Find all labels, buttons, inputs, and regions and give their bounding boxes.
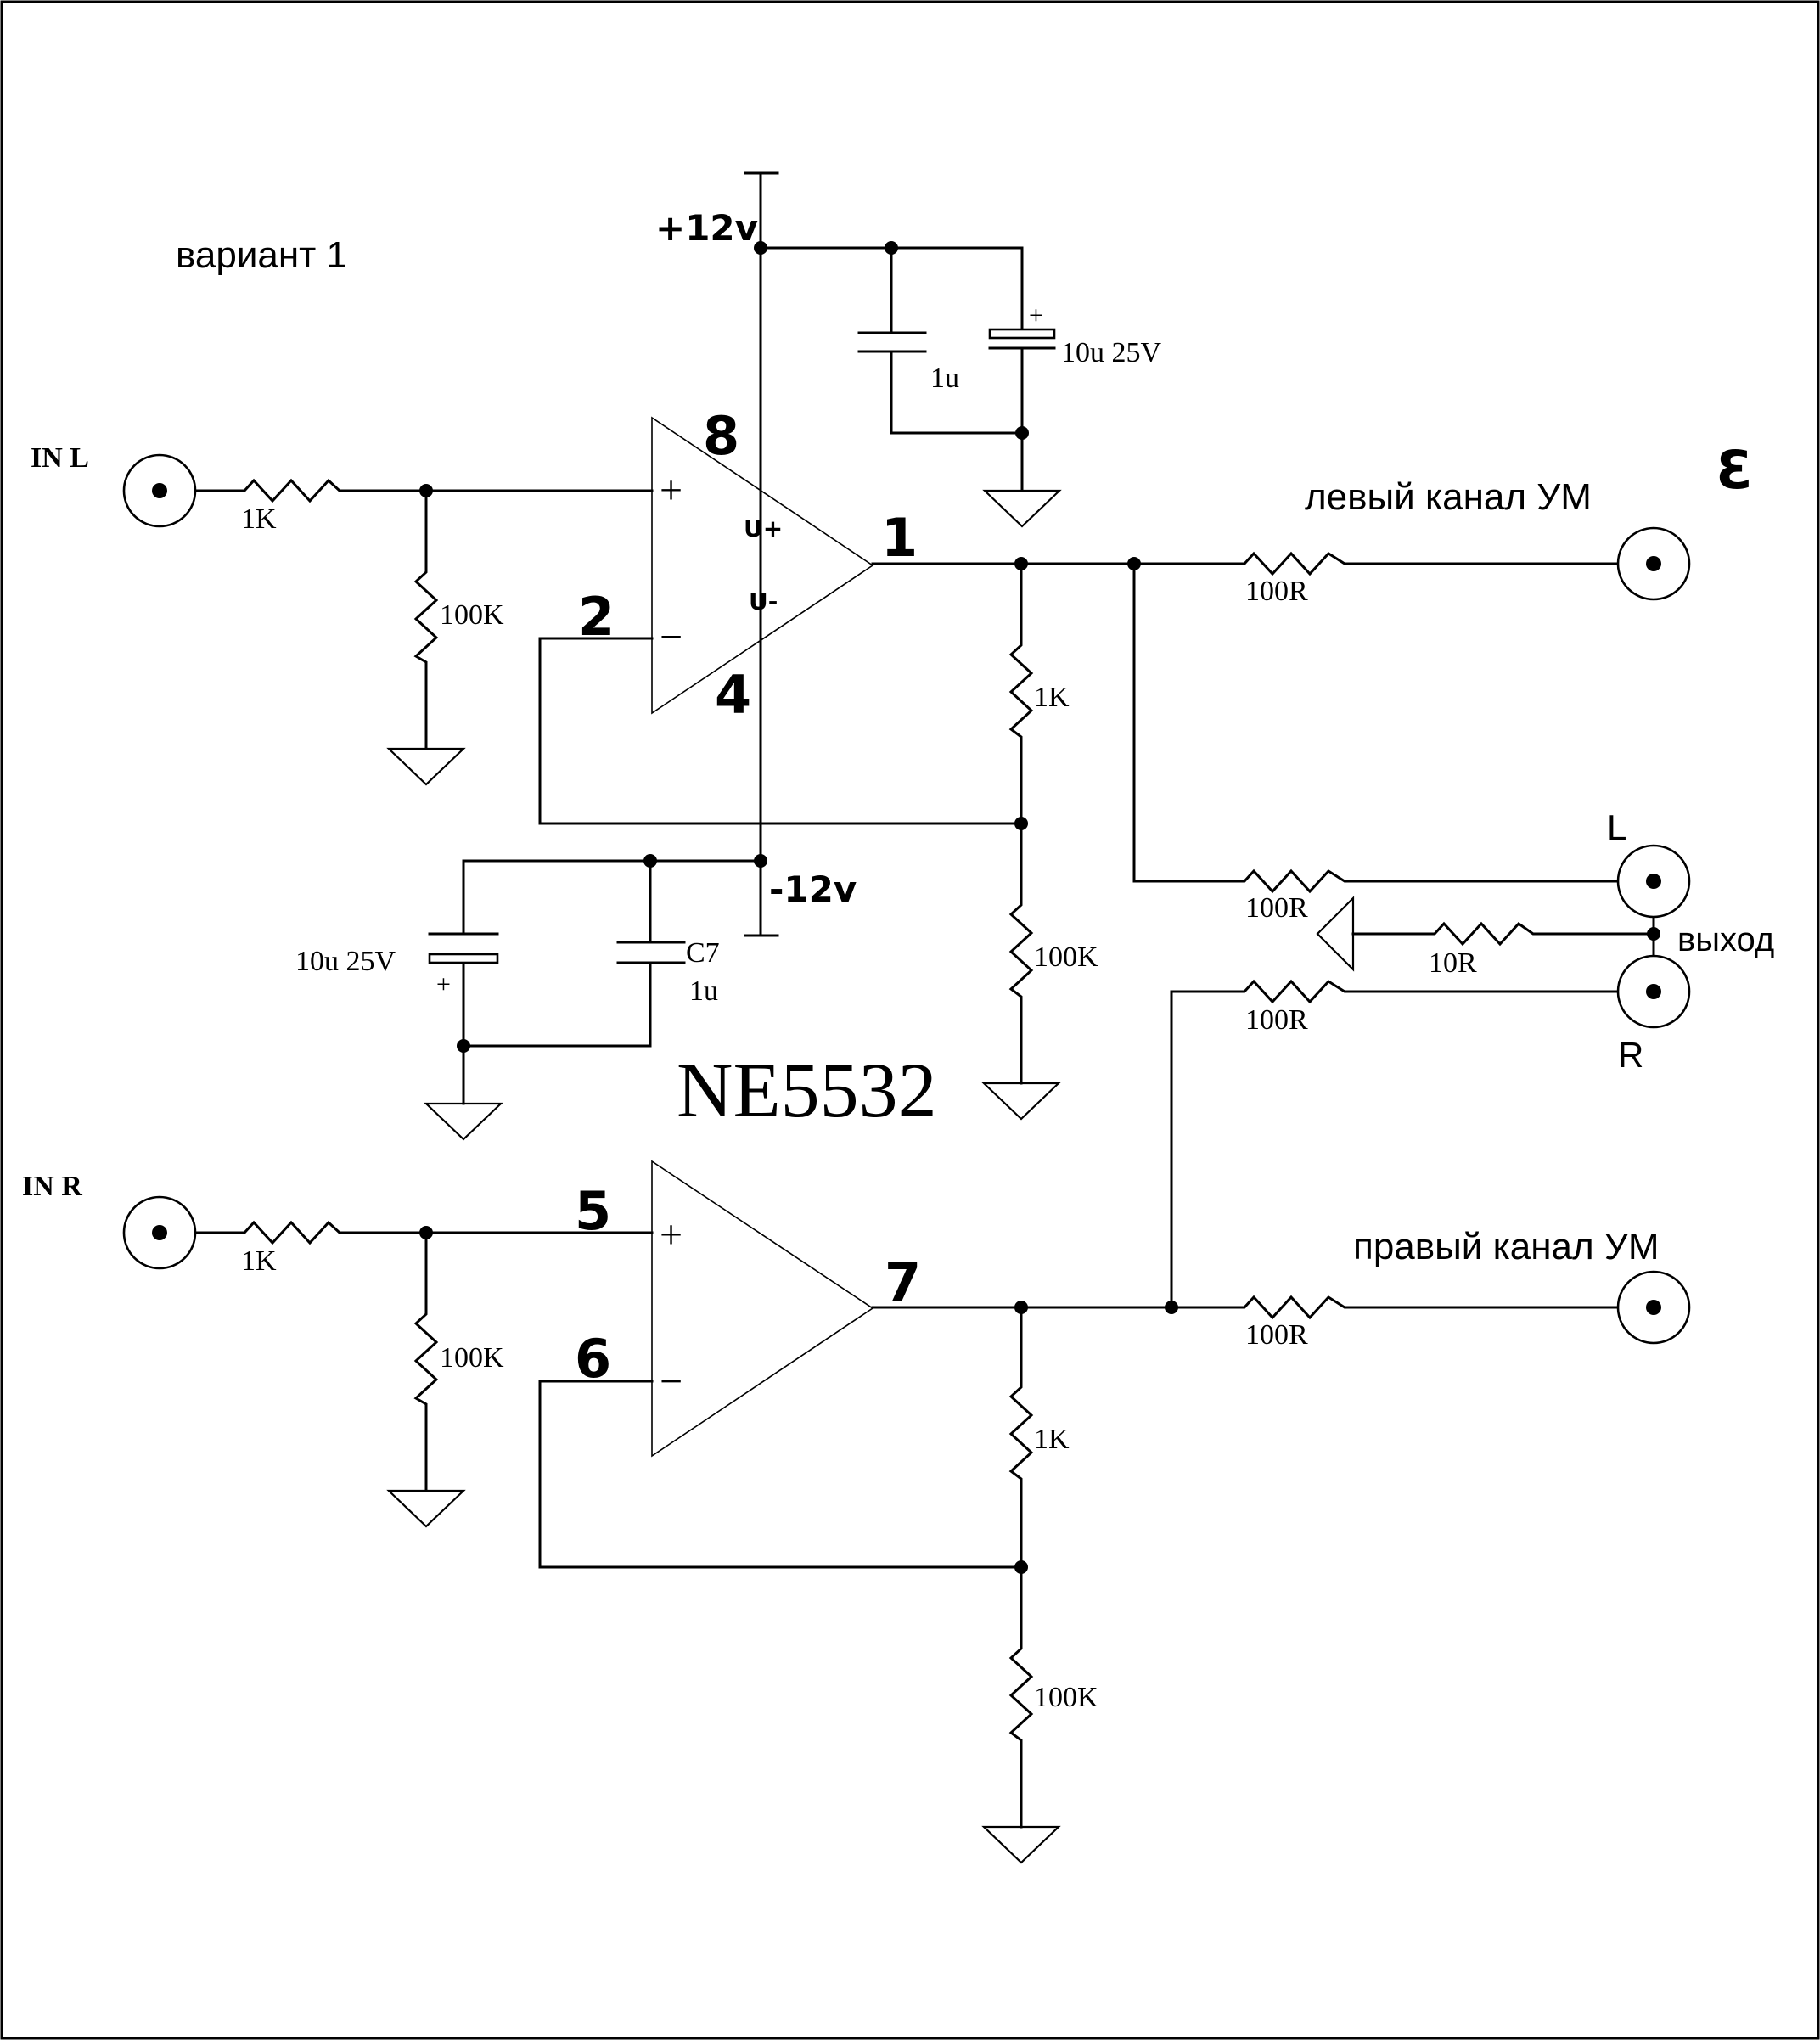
r-fb-right-value: 1K xyxy=(1034,1424,1070,1455)
pin-6-label: 6 xyxy=(575,1328,611,1390)
c-neg-el-value: 10u 25V xyxy=(295,946,396,977)
opamp-vneg-label: U- xyxy=(749,587,778,615)
opamp1-plus-sign: + xyxy=(660,468,682,513)
ground-symbol xyxy=(981,1825,1061,1864)
resistor-gnd-left xyxy=(1008,893,1034,1007)
output-r-label: R xyxy=(1618,1035,1643,1075)
ground-symbol xyxy=(424,1102,503,1141)
neg-supply-label: -12v xyxy=(769,868,857,910)
r-pd-left-value: 100K xyxy=(440,599,504,631)
resistor-in-left xyxy=(233,478,351,503)
left-amp-label: левый канал УМ xyxy=(1305,476,1592,518)
capacitors xyxy=(428,328,1056,964)
ground-symbol xyxy=(386,747,466,786)
opamp2-minus-sign: − xyxy=(660,1359,682,1404)
r-in-right-value: 1K xyxy=(241,1245,277,1277)
pos-supply-label: +12v xyxy=(655,207,758,249)
resistors xyxy=(233,478,1543,1751)
c-neg-el-plus: + xyxy=(436,970,451,998)
resistor-fb-right xyxy=(1008,1375,1034,1489)
r-out-right-value: 100R xyxy=(1245,1319,1308,1351)
right-amp-label: правый канал УМ xyxy=(1353,1226,1660,1267)
opamp-1-triangle xyxy=(651,416,874,715)
pin-4-label: 4 xyxy=(715,664,751,726)
output-label: выход xyxy=(1677,921,1774,958)
input-left-label: IN L xyxy=(31,442,89,474)
pin-3-label: 3 xyxy=(1716,439,1752,501)
wires xyxy=(192,171,1655,1829)
pin-1-label: 1 xyxy=(881,507,918,569)
opamp-vpos-label: U+ xyxy=(744,514,783,542)
opamp2-plus-sign: + xyxy=(660,1212,682,1257)
ground-symbol xyxy=(981,1082,1061,1121)
cap-pos-el-plate1 xyxy=(988,328,1056,340)
grounds xyxy=(386,489,1355,1864)
ground-symbol xyxy=(1316,896,1355,972)
cap-neg-el-plate2 xyxy=(428,953,499,964)
r-out-value: 10R xyxy=(1429,947,1477,979)
resistor-out-10r xyxy=(1423,921,1543,947)
r-pd-right-value: 100K xyxy=(440,1342,504,1374)
resistor-in-right xyxy=(233,1220,351,1245)
input-right-label: IN R xyxy=(22,1171,82,1202)
resistor-mix-left xyxy=(1233,868,1357,894)
c-neg-film-name: C7 xyxy=(686,937,720,969)
jacks xyxy=(122,453,1691,1345)
opamp-2-triangle xyxy=(651,1160,874,1458)
c-pos-el-value: 10u 25V xyxy=(1061,337,1162,368)
r-mix-right-value: 100R xyxy=(1245,1004,1308,1036)
r-mix-left-value: 100R xyxy=(1245,892,1308,924)
ground-symbol xyxy=(386,1489,466,1528)
resistor-fb-left xyxy=(1008,633,1034,747)
output-l-label: L xyxy=(1607,807,1626,847)
resistor-pd-left xyxy=(413,560,439,672)
r-gnd-left-value: 100K xyxy=(1034,941,1098,973)
resistor-gnd-right xyxy=(1008,1637,1034,1751)
variant-title: вариант 1 xyxy=(176,234,347,276)
resistor-mix-right xyxy=(1233,979,1357,1004)
r-gnd-right-value: 100K xyxy=(1034,1682,1098,1713)
opamp1-minus-sign: − xyxy=(660,615,682,660)
c-pos-el-plus: + xyxy=(1029,301,1043,329)
pin-8-label: 8 xyxy=(703,405,739,467)
resistor-out-right xyxy=(1233,1295,1357,1320)
c-neg-film-value: 1u xyxy=(689,975,718,1007)
r-in-left-value: 1K xyxy=(241,503,277,535)
chip-name: NE5532 xyxy=(677,1047,937,1133)
r-fb-left-value: 1K xyxy=(1034,682,1070,713)
pin-7-label: 7 xyxy=(885,1251,921,1313)
c-pos-film-value: 1u xyxy=(930,362,959,394)
r-out-left-value: 100R xyxy=(1245,576,1308,607)
junctions xyxy=(419,241,1660,1574)
ground-symbol xyxy=(982,489,1062,528)
resistor-pd-right xyxy=(413,1302,439,1414)
resistor-out-left xyxy=(1233,551,1357,576)
